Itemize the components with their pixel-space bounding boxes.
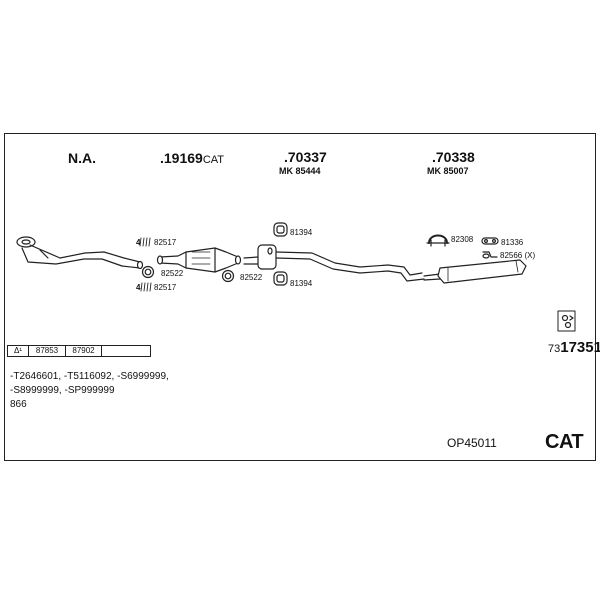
gasket-icon-right [221,269,235,283]
gasket-icon-left [141,265,155,279]
part-label-82522-left: 82522 [161,269,184,278]
header-label-rear-muffler: .70338 [432,149,475,165]
table-cell: 87853 [29,346,66,356]
middle-muffler [243,244,425,282]
diagram-frame [4,133,596,461]
model-list: -T2646601, -T5116092, -S6999999, -S89999… [10,371,169,410]
part-label-82522-right: 82522 [240,273,263,282]
rubber-ring-icon-top [273,222,288,237]
type-label: CAT [545,431,584,453]
rear-muffler [423,259,527,284]
catalog-number: 7317351 [548,339,600,356]
part-label-82517-bottom: 82517 [154,283,177,292]
part-label-82517-top: 82517 [154,238,177,247]
table-cell-delta: Δ¹ [8,346,29,356]
order-code: OP45011 [447,436,497,450]
mk-label-rear: MK 85007 [427,166,469,176]
part-label-82308: 82308 [451,235,474,244]
front-pipe [16,236,144,270]
part-label-81394-top: 81394 [290,228,313,237]
table-cell [102,346,150,356]
bolt-icon-bottom [140,282,152,292]
bolt-icon-top [139,237,151,247]
part-label-82566: 82566 (X) [500,251,536,260]
header-label-cat-converter: .19169CAT [160,150,225,166]
header-label-middle-muffler: .70337 [284,149,327,165]
table-cell: 87902 [66,346,102,356]
quantity-mark: 4 [136,238,141,247]
part-label-81336: 81336 [501,238,524,247]
catalytic-converter [156,247,242,273]
hanger-clip-icon [482,251,498,259]
reference-table: Δ¹ 87853 87902 [7,345,151,357]
mk-label-middle: MK 85444 [279,166,321,176]
rubber-ring-icon-bottom [273,271,288,286]
header-label-na: N.A. [68,150,96,166]
hanger-icon [481,237,499,245]
quantity-mark: 4 [136,283,141,292]
clamp-icon [426,234,450,247]
part-label-81394-bottom: 81394 [290,279,313,288]
mounting-kit-icon [557,310,576,332]
